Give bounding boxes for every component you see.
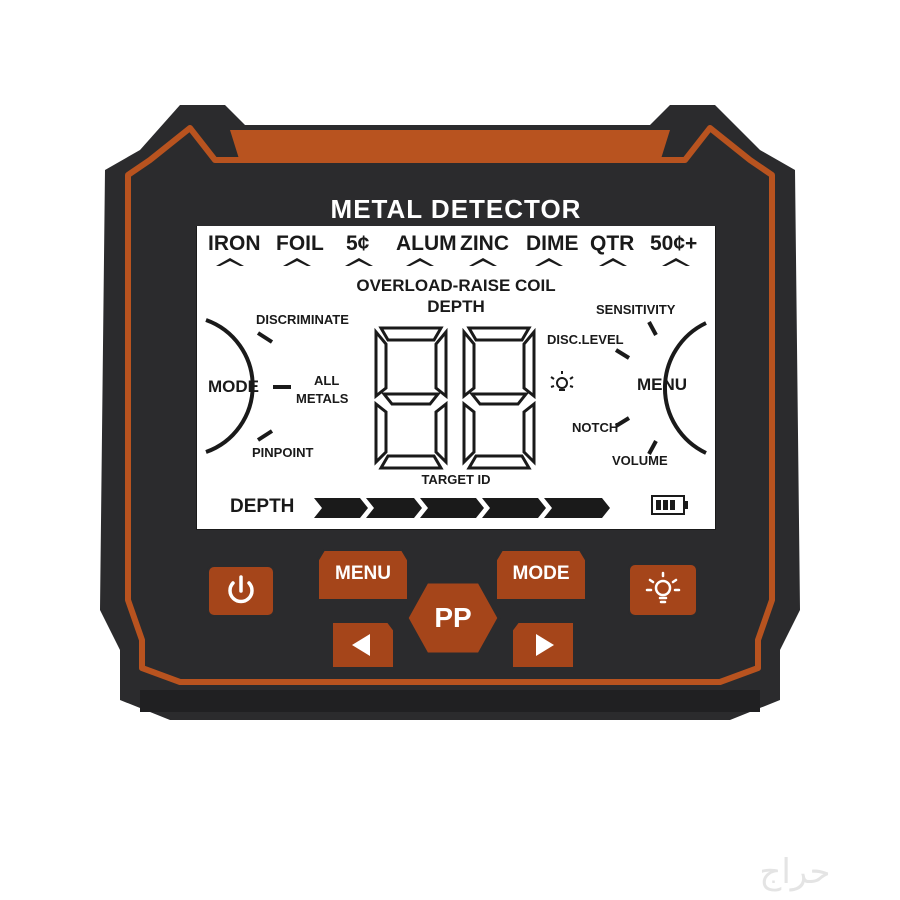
metal-5c: 5¢ xyxy=(346,232,370,255)
chevron-up-icon xyxy=(662,258,690,266)
metal-zinc: ZINC xyxy=(460,232,509,255)
arrow-left-icon xyxy=(352,634,370,656)
menu-button[interactable]: MENU xyxy=(316,548,410,602)
mode-button[interactable]: MODE xyxy=(494,548,588,602)
menu-option-volume: VOLUME xyxy=(612,453,668,468)
lcd-graphics xyxy=(196,190,716,530)
chevron-up-icon xyxy=(216,258,244,266)
left-button[interactable] xyxy=(330,620,396,670)
right-button[interactable] xyxy=(510,620,576,670)
mode-option-pinpoint: PINPOINT xyxy=(252,445,314,460)
bulb-icon xyxy=(550,371,574,391)
depth-bar-label: DEPTH xyxy=(230,496,295,517)
lcd-screen: METAL DETECTOR IRON FOIL 5¢ ALUM ZINC DI… xyxy=(196,190,716,530)
mode-dial-label: MODE xyxy=(208,377,259,396)
device-title: METAL DETECTOR xyxy=(330,194,582,224)
overload-label: OVERLOAD-RAISE COIL xyxy=(356,276,556,295)
chevron-up-icon xyxy=(345,258,373,266)
menu-option-disc-level: DISC.LEVEL xyxy=(547,332,624,347)
target-id-digits xyxy=(374,326,536,470)
chevron-up-icon xyxy=(406,258,434,266)
power-button[interactable] xyxy=(207,565,275,617)
metal-foil: FOIL xyxy=(276,232,324,255)
chevron-up-icon xyxy=(535,258,563,266)
mode-option-discriminate: DISCRIMINATE xyxy=(256,312,349,327)
accent-border xyxy=(125,125,775,685)
menu-option-sensitivity: SENSITIVITY xyxy=(596,302,676,317)
mode-button-label: MODE xyxy=(512,563,570,584)
metal-alum: ALUM xyxy=(396,232,457,255)
depth-bar xyxy=(314,498,610,518)
mode-option-metals: METALS xyxy=(296,391,349,406)
pinpoint-button[interactable]: PP xyxy=(405,580,501,656)
power-icon xyxy=(228,575,254,604)
battery-icon xyxy=(651,495,688,515)
bottom-lip xyxy=(140,690,760,712)
chevron-up-icon xyxy=(469,258,497,266)
seven-segment-digit xyxy=(374,326,448,470)
menu-dial xyxy=(614,321,707,455)
top-accent-bar xyxy=(230,130,670,162)
depth-top-label: DEPTH xyxy=(427,297,485,316)
mode-dial xyxy=(205,318,291,454)
metal-50c-plus: 50¢+ xyxy=(650,232,698,255)
menu-option-notch: NOTCH xyxy=(572,420,619,435)
metal-iron: IRON xyxy=(208,232,261,255)
metal-dime: DIME xyxy=(526,232,579,255)
menu-dial-label: MENU xyxy=(637,375,688,394)
seven-segment-digit xyxy=(462,326,536,470)
metal-indicator-chevrons xyxy=(216,258,690,266)
metal-qtr: QTR xyxy=(590,232,635,255)
watermark: حراج xyxy=(759,852,831,892)
bulb-icon xyxy=(645,571,681,604)
mode-option-all: ALL xyxy=(314,373,340,388)
chevron-up-icon xyxy=(599,258,627,266)
chevron-up-icon xyxy=(283,258,311,266)
pinpoint-button-label: PP xyxy=(434,602,472,633)
menu-button-label: MENU xyxy=(335,563,391,584)
arrow-right-icon xyxy=(536,634,554,656)
target-id-label: TARGET ID xyxy=(421,472,491,487)
light-button[interactable] xyxy=(628,563,698,617)
